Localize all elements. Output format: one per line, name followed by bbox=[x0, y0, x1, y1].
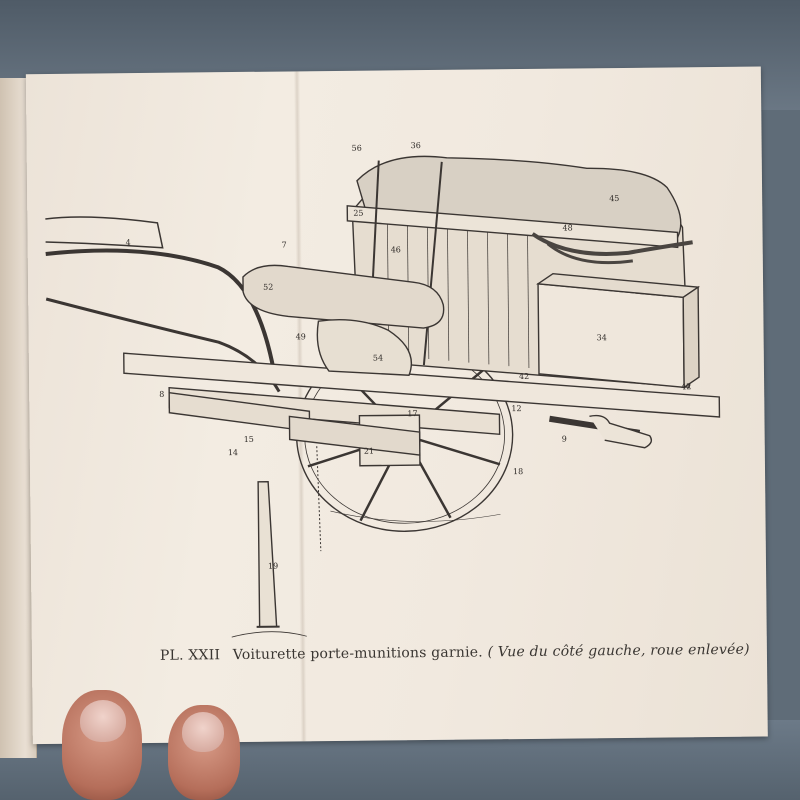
book-page: 56 36 25 4 7 46 48 45 52 49 54 34 42 42 … bbox=[25, 66, 768, 745]
callout-label: 18 bbox=[513, 467, 523, 476]
cart-illustration: 56 36 25 4 7 46 48 45 52 49 54 34 42 42 … bbox=[45, 141, 721, 638]
fingernail bbox=[182, 712, 224, 752]
callout-label: 36 bbox=[411, 141, 421, 150]
callout-label: 14 bbox=[228, 448, 238, 457]
callout-labels: 56 36 25 4 7 46 48 45 52 49 54 34 42 42 … bbox=[126, 141, 692, 571]
callout-label: 42 bbox=[681, 382, 691, 391]
callout-label: 48 bbox=[562, 223, 572, 232]
plate-subtitle: ( Vue du côté gauche, roue enlevée) bbox=[487, 641, 750, 661]
callout-label: 8 bbox=[159, 390, 164, 399]
thumbnail bbox=[80, 700, 126, 742]
callout-label: 21 bbox=[364, 447, 374, 456]
plate-number: PL. XXII bbox=[159, 647, 221, 664]
callout-label: 45 bbox=[609, 194, 619, 203]
callout-label: 49 bbox=[296, 332, 306, 341]
callout-label: 42 bbox=[519, 372, 529, 381]
callout-label: 56 bbox=[352, 144, 362, 153]
callout-label: 15 bbox=[244, 435, 254, 444]
callout-label: 54 bbox=[373, 353, 383, 362]
callout-label: 52 bbox=[263, 283, 273, 292]
callout-label: 4 bbox=[126, 238, 131, 247]
callout-label: 9 bbox=[562, 435, 567, 444]
callout-label: 25 bbox=[353, 209, 363, 218]
callout-label: 46 bbox=[391, 245, 401, 254]
callout-label: 34 bbox=[597, 333, 607, 342]
callout-label: 19 bbox=[268, 562, 278, 571]
callout-label: 7 bbox=[282, 240, 287, 249]
callout-label: 12 bbox=[511, 404, 521, 413]
plate-title: Voiturette porte-munitions garnie. bbox=[232, 644, 483, 664]
callout-label: 17 bbox=[407, 409, 417, 418]
